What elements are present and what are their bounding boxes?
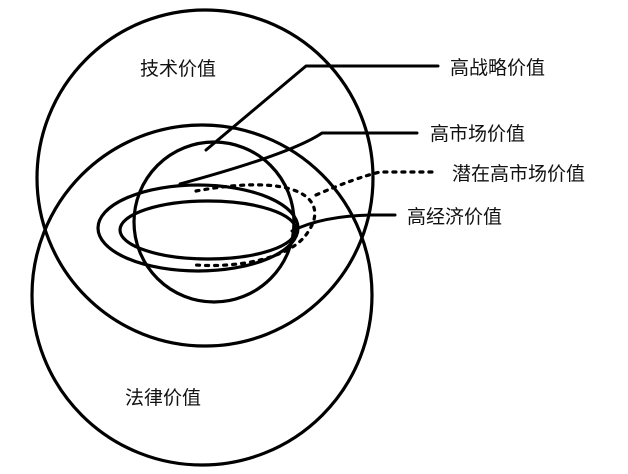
technical-value-label: 技术价值 — [140, 58, 216, 80]
high-economic-value-label: 高经济价值 — [407, 206, 502, 228]
high-strategic-value-label: 高战略价值 — [450, 57, 545, 79]
high-market-value-connector — [178, 131, 419, 186]
high-strategic-value-circle — [132, 140, 296, 304]
potential-high-market-value-connector — [314, 170, 439, 197]
potential-high-market-value-label: 潜在高市场价值 — [452, 163, 585, 185]
high-economic-value-ellipse — [118, 199, 298, 261]
high-economic-value-connector — [290, 213, 397, 233]
high-strategic-value-connector — [204, 64, 440, 152]
legal-value-label: 法律价值 — [125, 387, 201, 409]
legal-value-circle — [30, 123, 374, 467]
technical-value-circle — [35, 8, 375, 348]
potential-high-market-value-arc — [194, 183, 317, 268]
high-market-value-label: 高市场价值 — [430, 123, 525, 145]
